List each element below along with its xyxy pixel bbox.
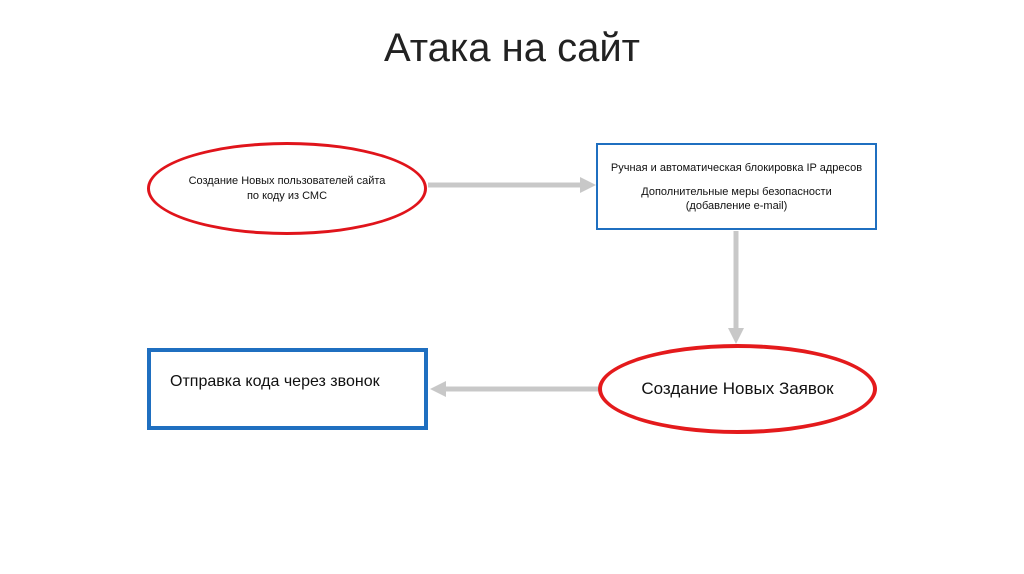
node-create-users-sms-text: Создание Новых пользователей сайта по ко…: [189, 174, 386, 204]
node-line: (добавление e-mail): [685, 199, 788, 212]
arrow-ip-block-to-new-requests: [728, 231, 744, 344]
node-label: Отправка кода через звонок: [170, 373, 380, 390]
node-call-code[interactable]: Отправка кода через звонок: [147, 348, 428, 430]
node-line: Ручная и автоматическая блокировка IP ад…: [610, 161, 863, 174]
node-label: Создание Новых Заявок: [641, 379, 834, 398]
node-new-requests[interactable]: Создание Новых Заявок: [598, 344, 877, 434]
node-line: по коду из СМС: [246, 189, 328, 202]
node-create-users-sms[interactable]: Создание Новых пользователей сайта по ко…: [147, 142, 427, 235]
node-line: Дополнительные меры безопасности: [641, 185, 832, 198]
slide-title: Атака на сайт: [383, 26, 640, 70]
node-ip-blocking[interactable]: Ручная и автоматическая блокировка IP ад…: [596, 143, 877, 230]
arrow-sms-to-ip-block: [428, 177, 596, 193]
arrow-new-requests-to-call-code: [430, 381, 598, 397]
node-line: Создание Новых пользователей сайта: [188, 174, 386, 187]
